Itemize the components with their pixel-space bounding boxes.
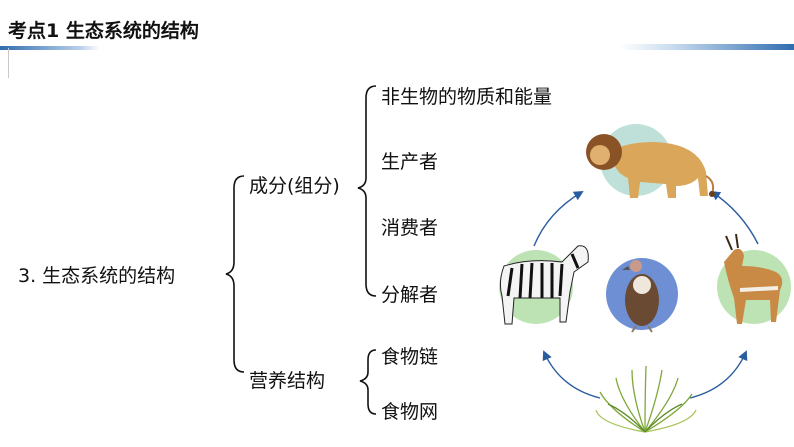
arrow-grass-to-zebra <box>542 350 601 399</box>
grass-icon <box>595 365 697 433</box>
page-title: 考点1 生态系统的结构 <box>8 20 199 42</box>
header-divider <box>8 48 9 78</box>
trophic-item: 食物网 <box>381 401 439 423</box>
arrow-gazelle-to-lion <box>710 190 759 245</box>
component-item: 非生物的物质和能量 <box>381 86 553 108</box>
component-item: 生产者 <box>381 151 439 173</box>
zebra-icon <box>499 245 589 325</box>
arrow-grass-to-gazelle <box>689 350 748 399</box>
brace-components <box>357 85 377 297</box>
vulture-icon <box>622 260 659 333</box>
brace-root <box>225 175 245 373</box>
trophic-item: 食物链 <box>381 346 439 368</box>
component-item: 分解者 <box>381 284 439 306</box>
arrow-zebra-to-lion <box>533 191 584 247</box>
branch-trophic-label: 营养结构 <box>249 370 326 392</box>
tree-root-label: 3. 生态系统的结构 <box>18 265 176 287</box>
branch-components-label: 成分(组分) <box>249 175 340 197</box>
lion-icon <box>586 134 715 198</box>
header-underline-right <box>620 44 794 50</box>
component-item: 消费者 <box>381 217 439 239</box>
brace-trophic <box>359 349 377 415</box>
gazelle-icon <box>724 233 783 324</box>
header-underline-left <box>0 46 100 50</box>
